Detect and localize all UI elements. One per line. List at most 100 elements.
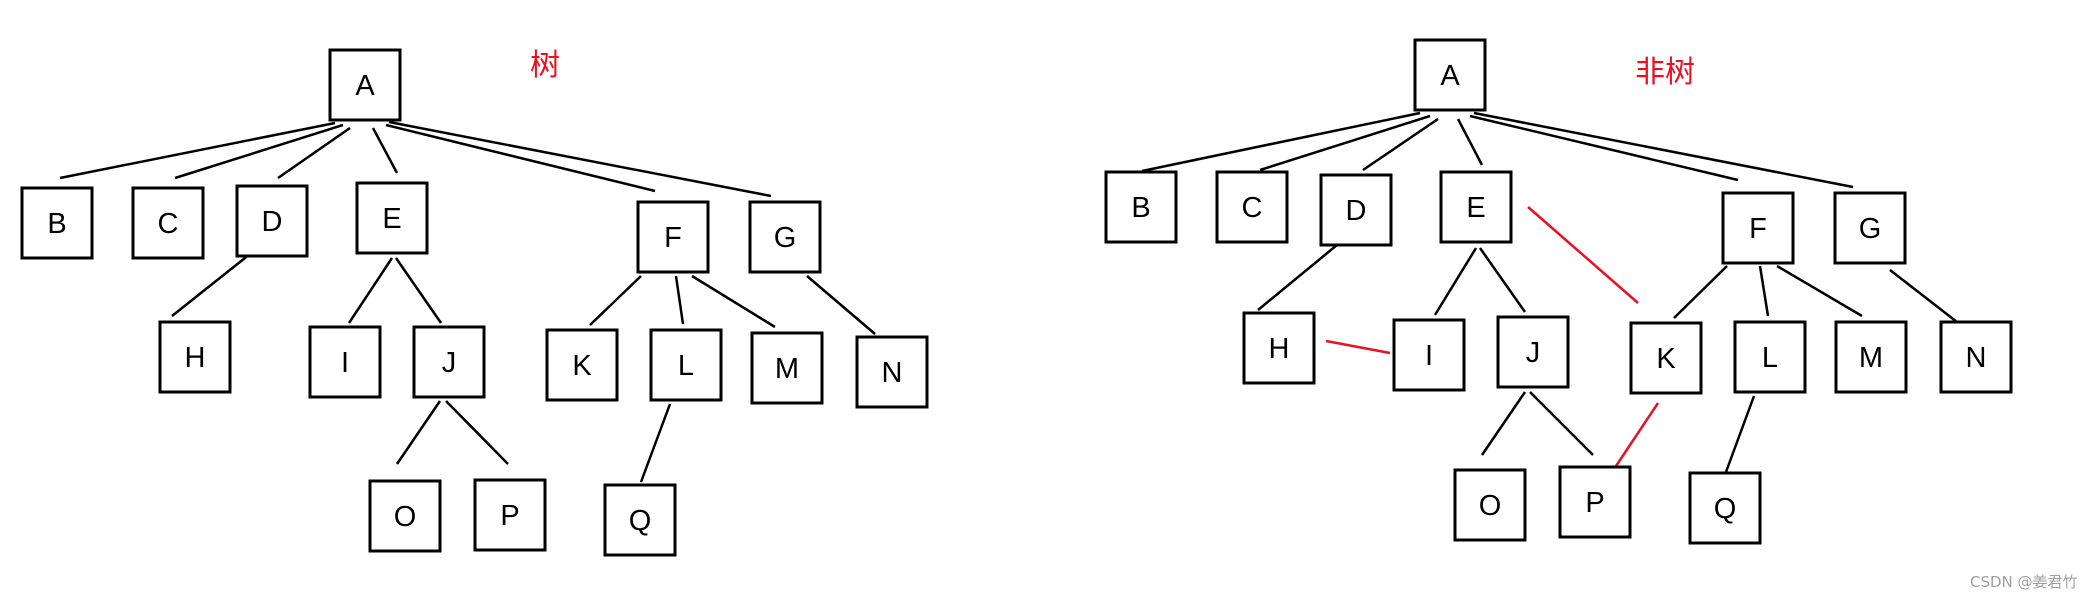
non-tree-node-box	[1558, 465, 1632, 539]
non-tree-node-label: E	[1466, 192, 1485, 224]
tree-node-l: L	[649, 328, 723, 402]
non-tree-node-d: D	[1319, 173, 1393, 247]
non-tree-edge-a-f	[1469, 114, 1739, 182]
tree-edge-e-j	[394, 257, 443, 324]
tree-node-box	[750, 331, 824, 405]
non-tree-edge-a-e	[1456, 118, 1484, 166]
non-tree-node-box	[1833, 191, 1907, 265]
non-tree-edge-f-k	[1673, 265, 1728, 319]
non-tree-node-label: P	[1585, 487, 1604, 519]
tree-title: 树	[530, 48, 560, 83]
non-tree-node-label: D	[1346, 195, 1367, 227]
tree-node-label: M	[775, 353, 799, 385]
tree-edge-a-d	[277, 126, 351, 180]
non-tree-node-box	[1721, 191, 1795, 265]
non-tree-edge-e-j	[1478, 247, 1527, 313]
non-tree-edge-j-p	[1529, 391, 1594, 456]
tree-edge-a-f	[385, 123, 656, 193]
tree-node-n: N	[855, 335, 929, 409]
tree-edge-f-l	[674, 275, 685, 325]
tree-node-box	[235, 184, 309, 258]
tree-node-label: P	[500, 500, 519, 532]
non-tree-node-label: Q	[1714, 493, 1737, 525]
tree-node-box	[636, 200, 710, 274]
non-tree-node-i: I	[1392, 318, 1466, 392]
non-tree-node-box	[1242, 311, 1316, 385]
non-tree-node-label: M	[1859, 342, 1883, 374]
non-tree-node-label: G	[1859, 213, 1882, 245]
non-tree-edge-k-p	[1614, 402, 1660, 467]
non-tree-node-box	[1629, 321, 1703, 395]
tree-node-b: B	[20, 186, 94, 260]
non-tree-edge-e-k	[1527, 206, 1639, 304]
tree-node-label: D	[262, 206, 283, 238]
non-tree-edge-l-q	[1724, 395, 1756, 473]
tree-node-e: E	[355, 181, 429, 255]
tree-node-label: C	[158, 208, 179, 240]
tree-node-label: A	[355, 70, 375, 102]
tree-node-label: Q	[629, 505, 652, 537]
tree-edge-f-m	[691, 274, 776, 329]
tree-edge-j-o	[395, 400, 442, 465]
tree-node-box	[328, 48, 402, 122]
non-tree-node-a: A	[1413, 38, 1487, 112]
tree-node-a: A	[328, 48, 402, 122]
non-tree-node-label: C	[1242, 192, 1263, 224]
non-tree-node-e: E	[1439, 170, 1513, 244]
non-tree-node-box	[1413, 38, 1487, 112]
tree-node-box	[131, 186, 205, 260]
tree-node-label: J	[442, 347, 457, 379]
tree-node-box	[368, 479, 442, 553]
tree-node-g: G	[748, 200, 822, 274]
non-tree-node-label: N	[1966, 342, 1987, 374]
non-tree-node-m: M	[1834, 320, 1908, 394]
non-tree-node-j: J	[1496, 315, 1570, 389]
tree-node-box	[748, 200, 822, 274]
non-tree-edge-a-b	[1141, 111, 1421, 173]
non-tree-node-n: N	[1939, 320, 2013, 394]
non-tree-node-box	[1688, 471, 1762, 545]
tree-node-c: C	[131, 186, 205, 260]
non-tree-node-box	[1392, 318, 1466, 392]
non-tree-node-k: K	[1629, 321, 1703, 395]
non-tree-edge-f-l	[1758, 265, 1770, 317]
tree-node-label: E	[382, 203, 401, 235]
tree-node-box	[603, 483, 677, 557]
tree-edge-f-k	[589, 275, 642, 326]
tree-node-box	[545, 328, 619, 402]
tree-node-i: I	[308, 325, 382, 399]
non-tree-node-c: C	[1215, 170, 1289, 244]
non-tree-node-f: F	[1721, 191, 1795, 265]
non-tree-node-box	[1834, 320, 1908, 394]
tree-node-label: K	[572, 350, 592, 382]
non-tree-edge-j-o	[1480, 391, 1527, 456]
non-tree-node-label: K	[1656, 343, 1676, 375]
tree-node-box	[649, 328, 723, 402]
tree-node-box	[355, 181, 429, 255]
tree-edge-d-h	[171, 253, 251, 317]
non-tree-node-label: F	[1749, 213, 1767, 245]
non-tree-edge-f-m	[1776, 264, 1863, 318]
tree-edge-a-e	[371, 127, 399, 174]
tree-node-k: K	[545, 328, 619, 402]
non-tree-node-b: B	[1104, 170, 1178, 244]
non-tree-edge-d-h	[1257, 244, 1338, 311]
tree-node-label: B	[47, 208, 66, 240]
tree-edge-e-i	[347, 257, 394, 324]
tree-node-f: F	[636, 200, 710, 274]
tree-node-m: M	[750, 331, 824, 405]
non-tree-node-label: O	[1479, 490, 1502, 522]
tree-node-box	[20, 186, 94, 260]
non-tree-node-label: I	[1425, 340, 1433, 372]
non-tree-node-label: B	[1131, 192, 1150, 224]
non-tree-edge-a-d	[1362, 117, 1439, 172]
non-tree-node-box	[1215, 170, 1289, 244]
tree-node-label: O	[394, 501, 417, 533]
tree-node-box	[473, 478, 547, 552]
non-tree-node-l: L	[1733, 320, 1807, 394]
tree-node-label: F	[664, 222, 682, 254]
tree-node-d: D	[235, 184, 309, 258]
tree-edge-a-g	[388, 120, 772, 198]
